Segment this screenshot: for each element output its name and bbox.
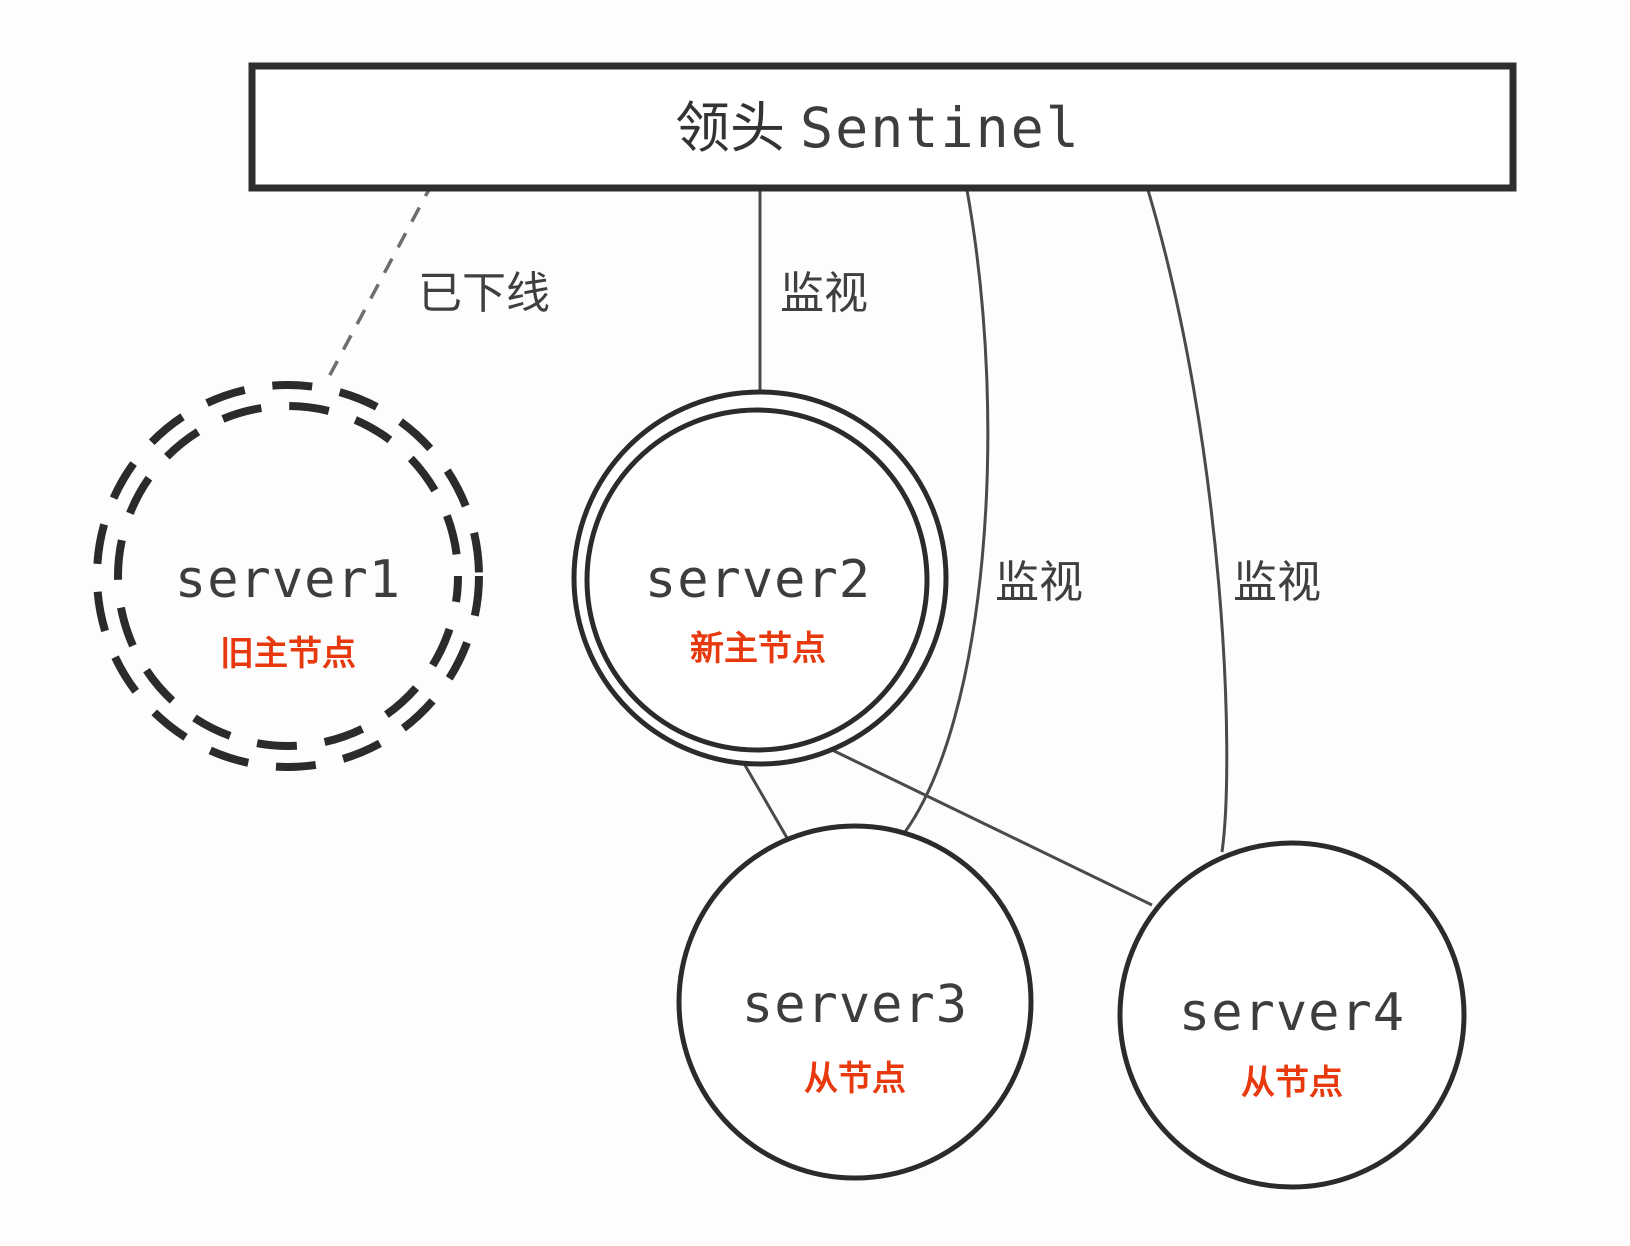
server3-name: server3	[742, 975, 968, 1035]
edge-label-sentinel-server4: 监视	[1233, 557, 1321, 608]
server2-inner-ring	[584, 407, 930, 753]
server1-role: 旧主节点	[220, 634, 356, 674]
server4-ring	[1117, 840, 1467, 1190]
server3-ring	[676, 823, 1034, 1181]
node-server2: server2 新主节点	[571, 389, 949, 767]
leader-sentinel-label-latin: Sentinel	[800, 96, 1081, 160]
server3-role: 从节点	[804, 1059, 906, 1099]
edge-server2-server3	[740, 759, 792, 844]
edge-server2-server4	[827, 746, 1153, 907]
server1-outer-dashed-ring	[93, 381, 483, 771]
server4-name: server4	[1179, 983, 1405, 1043]
edge-label-sentinel-server2: 监视	[780, 268, 868, 319]
server1-name: server1	[175, 550, 401, 610]
server1-inner-dashed-ring	[114, 402, 462, 750]
edge-label-sentinel-server3: 监视	[995, 557, 1083, 608]
edge-sentinel-server1	[322, 181, 435, 387]
node-server4: server4 从节点	[1117, 840, 1467, 1190]
node-server3: server3 从节点	[676, 823, 1034, 1181]
node-server1: server1 旧主节点	[93, 381, 483, 771]
edge-label-sentinel-server1: 已下线	[418, 268, 550, 319]
leader-sentinel-label-cjk: 领头	[675, 96, 785, 160]
server2-name: server2	[645, 550, 871, 610]
leader-sentinel-box	[248, 62, 1517, 192]
server2-role: 新主节点	[690, 629, 826, 669]
edge-sentinel-server4	[1146, 189, 1229, 853]
server4-role: 从节点	[1241, 1063, 1343, 1103]
server2-outer-ring	[571, 389, 949, 767]
edge-sentinel-server3	[903, 189, 990, 833]
